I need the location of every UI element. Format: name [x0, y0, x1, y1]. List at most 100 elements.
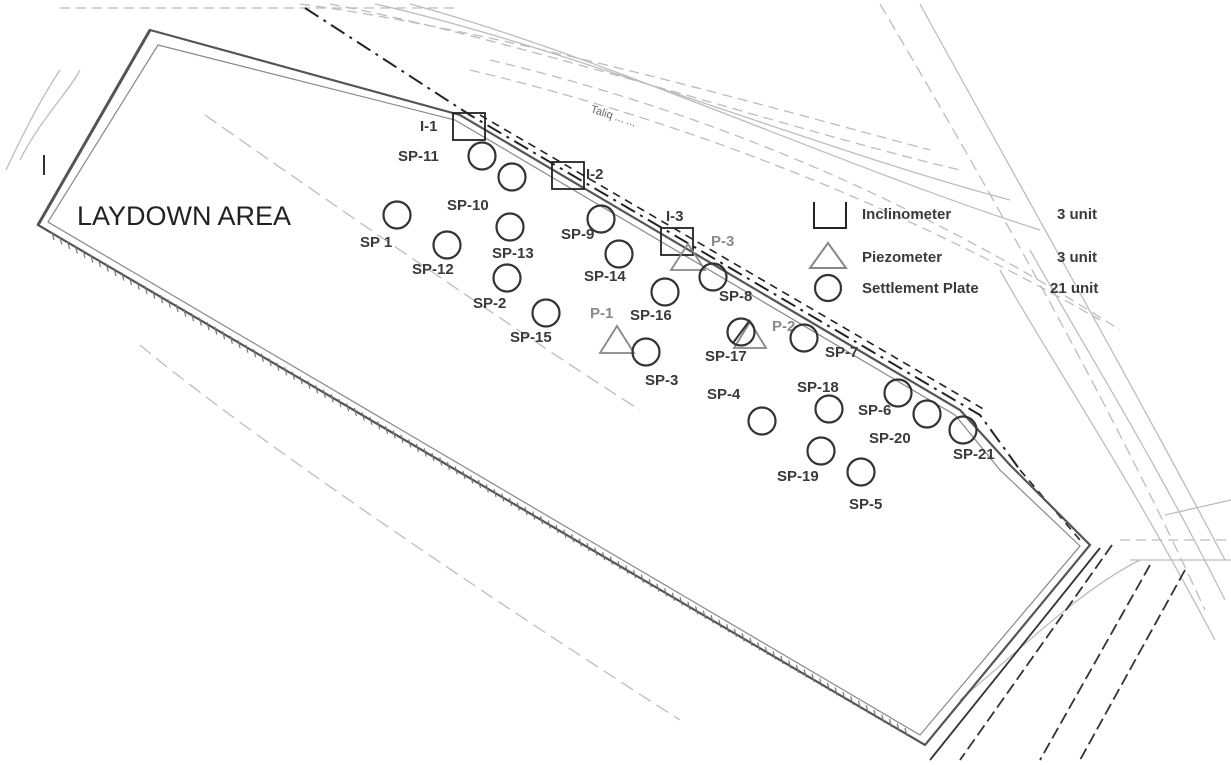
hatch-mark	[454, 466, 458, 475]
settlement-plate-label: SP-5	[849, 496, 882, 513]
settlement-plate-symbol	[789, 323, 819, 353]
hatch-mark	[253, 349, 257, 358]
hatch-mark	[578, 538, 582, 547]
hatch-mark	[516, 502, 520, 511]
settlement-plate-symbol	[912, 399, 942, 429]
hatch-mark	[648, 579, 652, 588]
settlement-plate-symbol	[497, 162, 527, 192]
hatch-mark	[656, 583, 660, 592]
hatch-mark	[377, 421, 381, 430]
hatch-mark	[625, 565, 629, 574]
inclinometer-i3-symbol	[660, 227, 694, 256]
hatch-mark	[214, 326, 218, 335]
hatch-mark	[291, 371, 295, 380]
hatch-mark	[470, 475, 474, 484]
hatch-mark	[788, 660, 792, 669]
settlement-plate-label: SP-15	[510, 329, 552, 346]
settlement-plate-symbol	[806, 436, 836, 466]
hatch-mark	[695, 606, 699, 615]
hatch-mark	[834, 687, 838, 696]
settlement-plate-symbol	[432, 230, 462, 260]
hatch-mark	[741, 633, 745, 642]
hatch-mark	[392, 430, 396, 439]
piezometer-label: P-3	[711, 233, 734, 250]
hatch-mark	[904, 727, 908, 737]
hatch-mark	[718, 619, 722, 628]
hatch-mark	[400, 434, 404, 444]
hatch-mark	[144, 285, 148, 295]
hatch-mark	[477, 479, 482, 489]
settlement-plate-label: SP-6	[858, 402, 891, 419]
legend-settlement-plate-icon	[813, 273, 843, 303]
hatch-mark	[431, 452, 435, 462]
legend-inclinometer-label: Inclinometer	[862, 206, 951, 223]
hatch-mark	[594, 547, 598, 556]
hatch-mark	[726, 624, 730, 633]
settlement-plate-symbol	[531, 298, 561, 328]
hatch-mark	[276, 362, 280, 371]
hatch-mark	[369, 416, 373, 426]
hatch-mark	[136, 281, 140, 290]
legend-settlement-plate-count: 21 unit	[1050, 280, 1098, 297]
inclinometer-labels: I-1 I-2 I-3	[420, 118, 684, 225]
hatch-mark	[888, 718, 893, 728]
hatch-mark	[640, 574, 644, 583]
settlement-plate-label: SP-3	[645, 372, 678, 389]
settlement-plate-symbol	[846, 457, 876, 487]
hatch-mark	[617, 561, 621, 570]
hatch-mark	[764, 646, 769, 655]
hatch-mark	[307, 380, 311, 389]
settlement-plate-symbol	[586, 204, 616, 234]
hatch-mark	[539, 515, 544, 525]
hatch-mark	[857, 700, 862, 710]
hatch-mark	[501, 493, 505, 502]
hatch-mark	[237, 340, 241, 349]
settlement-plate-symbol	[495, 212, 525, 242]
hatch-mark	[361, 412, 365, 421]
hatch-mark	[338, 398, 342, 407]
settlement-plate-symbol	[883, 378, 913, 408]
hatched-edge	[51, 231, 908, 737]
hatch-mark	[330, 394, 334, 403]
road-lines	[5, 3, 1231, 721]
settlement-plate-label: SP-8	[719, 288, 752, 305]
hatch-mark	[384, 425, 389, 435]
settlement-plate-symbol	[492, 263, 522, 293]
settlement-plate-symbol	[467, 141, 497, 171]
hatch-mark	[865, 705, 869, 714]
settlement-plate-label: SP-2	[473, 295, 506, 312]
settlement-plate-label: SP 1	[360, 234, 392, 251]
hatch-mark	[749, 637, 753, 646]
hatch-mark	[570, 533, 575, 543]
settlement-plate-label: SP-7	[825, 344, 858, 361]
hatch-mark	[563, 529, 567, 538]
hatch-mark	[284, 367, 288, 376]
inclinometer-i1-symbol	[452, 112, 486, 141]
hatch-mark	[547, 520, 551, 529]
hatch-mark	[873, 709, 877, 719]
hatch-mark	[159, 294, 164, 304]
hatch-mark	[245, 344, 249, 353]
settlement-plate-label: SP-11	[398, 148, 439, 165]
hatch-mark	[780, 655, 784, 665]
piezometer-label: P-1	[590, 305, 613, 322]
hatch-mark	[268, 358, 272, 367]
dashed-alignment-line	[304, 7, 1021, 471]
inclinometer-label: I-2	[586, 166, 604, 183]
hatch-mark	[260, 353, 264, 362]
settlement-plate-label: SP-18	[797, 379, 839, 396]
settlement-plate-symbol	[814, 394, 844, 424]
piezometers	[598, 242, 768, 354]
hatch-mark	[671, 592, 675, 601]
hatch-mark	[353, 407, 358, 417]
settlement-plate-label: SP-16	[630, 307, 672, 324]
piezometer-p3-symbol	[669, 242, 707, 271]
hatch-mark	[415, 443, 420, 453]
hatch-mark	[609, 556, 613, 565]
hatch-mark	[710, 615, 714, 624]
settlement-plate-label: SP-17	[705, 348, 747, 365]
inclinometer-label: I-3	[666, 208, 684, 225]
hatch-mark	[128, 276, 133, 286]
hatch-mark	[90, 254, 94, 263]
